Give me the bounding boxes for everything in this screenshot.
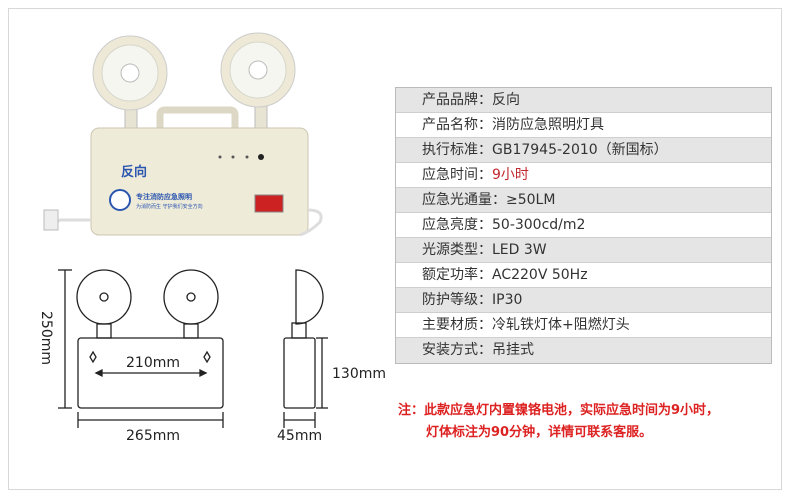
separator: ： (478, 317, 492, 333)
spec-value: ≥50LM (506, 192, 556, 208)
spec-value: 消防应急照明灯具 (492, 117, 604, 133)
front-view-drawing (58, 269, 224, 428)
spec-row: 安装方式：吊挂式 (396, 338, 771, 363)
spec-row: 产品品牌：反向 (396, 88, 771, 113)
side-view-drawing (283, 269, 328, 428)
spec-row: 执行标准：GB17945-2010（新国标） (396, 138, 771, 163)
separator: ： (478, 292, 492, 308)
spec-label: 安装方式 (422, 342, 478, 358)
spec-label: 执行标准 (422, 142, 478, 158)
separator: ： (478, 167, 492, 183)
separator: ： (478, 117, 492, 133)
spec-value: 冷轧铁灯体+阻燃灯头 (492, 317, 630, 333)
spec-value: 50-300cd/m2 (492, 217, 586, 233)
spec-row: 应急亮度：50-300cd/m2 (396, 213, 771, 238)
note-line-2: 灯体标注为90分钟，详情可联系客服。 (426, 425, 653, 440)
separator: ： (478, 217, 492, 233)
spec-label: 应急亮度 (422, 217, 478, 233)
frame (8, 8, 782, 490)
spec-row: 应急时间：9小时 (396, 163, 771, 188)
separator: ： (492, 192, 506, 208)
spec-row: 防护等级：IP30 (396, 288, 771, 313)
spec-label: 主要材质 (422, 317, 478, 333)
separator: ： (478, 92, 492, 108)
spec-value: 反向 (492, 92, 520, 108)
spec-row: 光源类型：LED 3W (396, 238, 771, 263)
separator: ： (478, 242, 492, 258)
spec-value: AC220V 50Hz (492, 267, 588, 283)
product-photo (43, 32, 323, 237)
separator: ： (478, 342, 492, 358)
spec-row: 产品名称：消防应急照明灯具 (396, 113, 771, 138)
slogan: 专注消防应急照明 (136, 193, 192, 201)
spec-value: IP30 (492, 292, 523, 308)
dim-body-height: 130mm (332, 366, 386, 382)
spec-row: 额定功率：AC220V 50Hz (396, 263, 771, 288)
spec-row: 主要材质：冷轧铁灯体+阻燃灯头 (396, 313, 771, 338)
spec-label: 应急光通量 (422, 192, 492, 208)
spec-table: 产品品牌：反向产品名称：消防应急照明灯具执行标准：GB17945-2010（新国… (395, 87, 772, 364)
separator: ： (478, 142, 492, 158)
dim-width: 265mm (126, 428, 180, 444)
spec-row: 应急光通量：≥50LM (396, 188, 771, 213)
brand-logo: 反向 (121, 165, 148, 180)
spec-label: 产品名称 (422, 117, 478, 133)
dim-depth: 45mm (277, 428, 323, 444)
subslogan: 为消防而生 守护我们安全方向 (136, 204, 203, 210)
spec-label: 防护等级 (422, 292, 478, 308)
spec-label: 产品品牌 (422, 92, 478, 108)
spec-value: 9小时 (492, 167, 529, 183)
spec-value: 吊挂式 (492, 342, 534, 358)
spec-label: 光源类型 (422, 242, 478, 258)
dim-height: 250mm (38, 311, 54, 365)
dim-inner-width: 210mm (126, 355, 180, 371)
spec-value: GB17945-2010（新国标） (492, 142, 668, 158)
spec-label: 应急时间 (422, 167, 478, 183)
note: 注：此款应急灯内置镍铬电池，实际应急时间为9小时， 灯体标注为90分钟，详情可联… (398, 400, 719, 444)
spec-label: 额定功率 (422, 267, 478, 283)
note-line-1: 注：此款应急灯内置镍铬电池，实际应急时间为9小时， (398, 403, 720, 418)
spec-value: LED 3W (492, 242, 547, 258)
separator: ： (478, 267, 492, 283)
